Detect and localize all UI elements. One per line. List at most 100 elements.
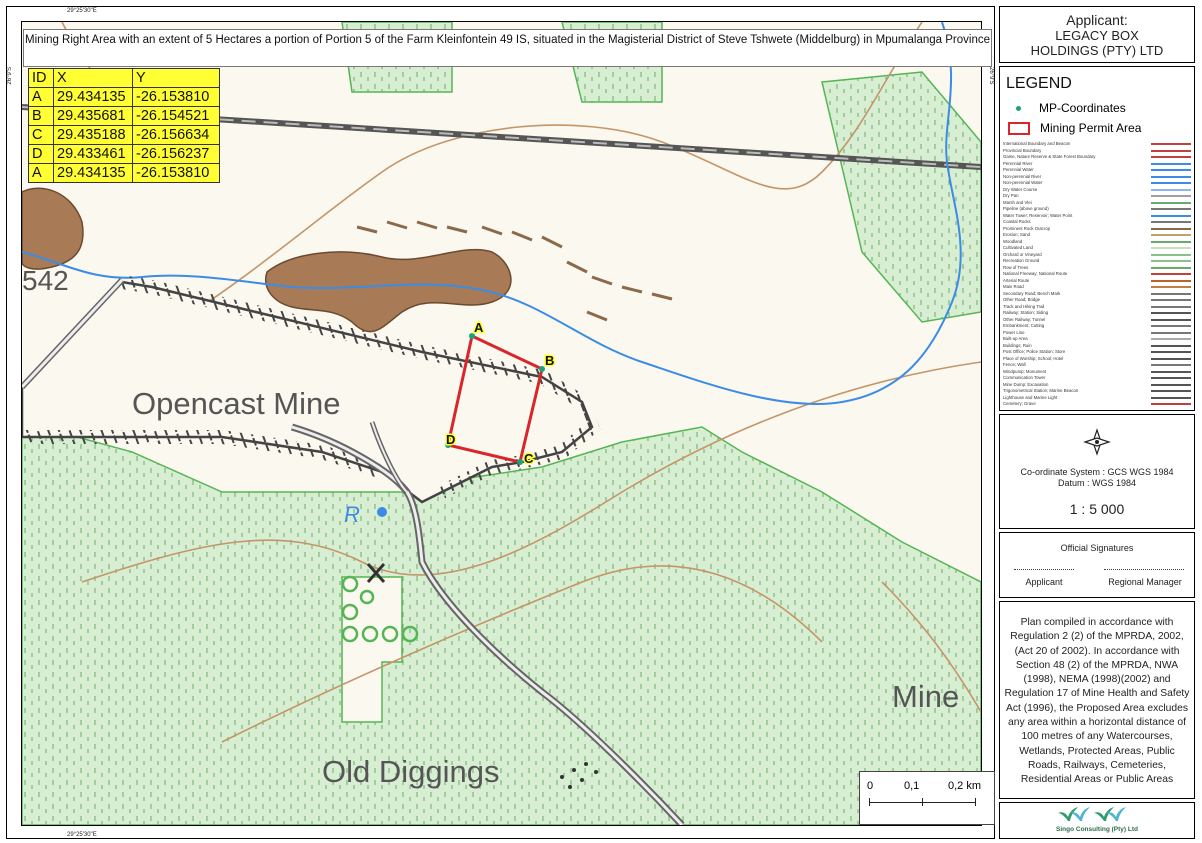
legend-title: LEGEND [1006, 75, 1072, 92]
topo-legend-symbol [1151, 331, 1191, 334]
topo-legend-label: Dry Water Course [1003, 186, 1038, 192]
topo-legend-row: Mine Dump; Excavation [1003, 382, 1191, 389]
topo-legend-symbol [1151, 214, 1191, 217]
projection-panel: Co-ordinate System : GCS WGS 1984 Datum … [999, 414, 1195, 529]
cell-id: C [28, 125, 54, 145]
topo-legend-symbol [1151, 396, 1191, 399]
coordinate-system: Co-ordinate System : GCS WGS 1984 [1020, 467, 1174, 477]
topo-legend-symbol [1151, 279, 1191, 282]
topo-legend-label: Erosion; Sand [1003, 232, 1030, 237]
topo-legend-label: Other Railway; Tunnel [1003, 316, 1046, 322]
excavation-symbols [356, 220, 673, 322]
manager-signature-line [1104, 569, 1184, 570]
topo-legend-row: Dry Water Course [1003, 187, 1191, 194]
topo-legend-row: Embankment; Cutting [1003, 323, 1191, 330]
topo-legend-label: Buildings; Ruin [1003, 342, 1032, 348]
topo-legend-symbol [1151, 260, 1191, 262]
topo-legend-symbol [1151, 247, 1191, 249]
topo-legend-label: Lighthouse and Marine Light [1003, 394, 1058, 400]
point-d-marker[interactable] [445, 442, 451, 448]
topo-legend-label: Coastal Rocks [1003, 219, 1031, 224]
topo-legend-label: Built-up Area [1003, 336, 1028, 341]
topo-legend-row: National Freeway; National Route [1003, 271, 1191, 278]
topo-legend-symbol [1151, 156, 1191, 158]
scale-bar: 0 0,1 0,2 km [859, 771, 995, 825]
topo-legend-row: Windpump; Monument [1003, 369, 1191, 376]
topo-legend-symbol [1151, 403, 1191, 405]
topo-legend-row: Water Tower; Reservoir; Water Point [1003, 213, 1191, 220]
topo-legend-label: Secondary Road; Bench Mark [1003, 290, 1061, 296]
topo-legend-symbol [1151, 344, 1191, 347]
topo-legend-label: National Freeway; National Route [1003, 271, 1068, 276]
topo-legend-row: Recreation Ground [1003, 258, 1191, 265]
topo-legend-label: Arterial Route [1003, 277, 1030, 283]
windpump-symbol [366, 563, 386, 583]
point-b-marker[interactable] [539, 366, 545, 372]
topo-legend-symbol [1151, 377, 1191, 379]
topo-legend-symbol [1151, 143, 1191, 145]
cell-x: 29.434135 [53, 87, 133, 107]
topo-legend-label: Row of Trees [1003, 264, 1029, 270]
topo-legend-row: Prominent Rock Outcrop [1003, 226, 1191, 233]
signatures-title: Official Signatures [1060, 543, 1134, 553]
topo-legend-row: Provincial Boundary [1003, 148, 1191, 155]
compliance-note: Plan compiled in accordance with Regulat… [999, 601, 1195, 799]
topo-legend-row: Pipeline (above ground) [1003, 206, 1191, 213]
topo-legend-label: Perennial Water [1003, 167, 1034, 172]
topo-legend-symbol [1151, 201, 1191, 204]
map-scale: 1 : 5 000 [1069, 501, 1125, 517]
topo-legend-label: Windpump; Monument [1003, 368, 1047, 374]
cell-y: -26.156237 [132, 144, 220, 164]
coordinate-table: ID X Y A 29.434135 -26.153810 B 29.43568… [28, 68, 220, 183]
point-a-marker[interactable] [469, 333, 475, 339]
mp-coordinate-points [445, 333, 545, 465]
topo-legend-symbol [1151, 195, 1191, 197]
topo-legend-label: Orchard or Vineyard [1003, 251, 1042, 257]
topo-legend-label: Trigonometrical Station; Marine Beacon [1003, 388, 1079, 393]
graticule-left-label: 26°9'S [7, 67, 13, 85]
cell-id: B [28, 106, 54, 126]
topo-legend-symbol [1151, 234, 1191, 236]
map-title: Mining Right Area with an extent of 5 He… [23, 29, 992, 67]
cell-id: A [28, 87, 54, 107]
topo-legend-symbol [1151, 351, 1191, 353]
topo-legend-row: Cemetery; Grave [1003, 401, 1191, 408]
cell-id: A [28, 163, 54, 183]
north-arrow-icon [1083, 428, 1111, 456]
topo-legend-symbol [1151, 383, 1191, 386]
topo-legend-label: Cemetery; Grave [1003, 401, 1036, 406]
cell-y: -26.153810 [132, 163, 220, 183]
topo-legend-label: Prominent Rock Outcrop [1003, 225, 1051, 231]
topo-legend-symbol [1151, 253, 1191, 256]
topo-legend-label: Track and Hiking Trail [1003, 303, 1045, 309]
topo-legend-symbol [1151, 169, 1191, 171]
topo-legend-label: Railway; Station; Siding [1003, 310, 1049, 315]
roads [22, 277, 685, 825]
road-number-label: 542 [22, 265, 69, 296]
topo-legend-row: Other Road; Bridge [1003, 297, 1191, 304]
cell-x: 29.435188 [53, 125, 133, 145]
topo-legend-symbol [1151, 266, 1191, 269]
map-frame: 29°25'30"E 29°25'30"E 26°9'S 26°9'S [6, 6, 995, 839]
table-row: A 29.434135 -26.153810 [28, 87, 220, 107]
topo-legend-symbol [1151, 370, 1191, 373]
topo-legend-label: Communication Tower [1003, 375, 1046, 380]
topo-legend-label: Power Line [1003, 329, 1025, 335]
point-c-marker[interactable] [517, 459, 523, 465]
topo-legend-symbol [1151, 305, 1191, 308]
orchard-symbols [341, 575, 419, 643]
applicant-signature-line [1014, 569, 1074, 570]
topo-legend-label: Cultivated Land [1003, 245, 1033, 250]
topo-legend-label: Mine Dump; Excavation [1003, 381, 1049, 387]
topo-legend-symbol [1151, 149, 1191, 152]
topo-legend-label: Embankment; Cutting [1003, 323, 1045, 328]
cell-x: 29.435681 [53, 106, 133, 126]
legend-item-mp-coordinates: MP-Coordinates [1008, 101, 1126, 115]
topo-legend-row: Communication Tower [1003, 375, 1191, 382]
topo-legend-symbol [1151, 162, 1191, 165]
point-b-label: B [545, 353, 554, 368]
cell-y: -26.153810 [132, 87, 220, 107]
point-c-label: C [524, 451, 534, 466]
topo-legend-row: Buildings; Ruin [1003, 343, 1191, 350]
